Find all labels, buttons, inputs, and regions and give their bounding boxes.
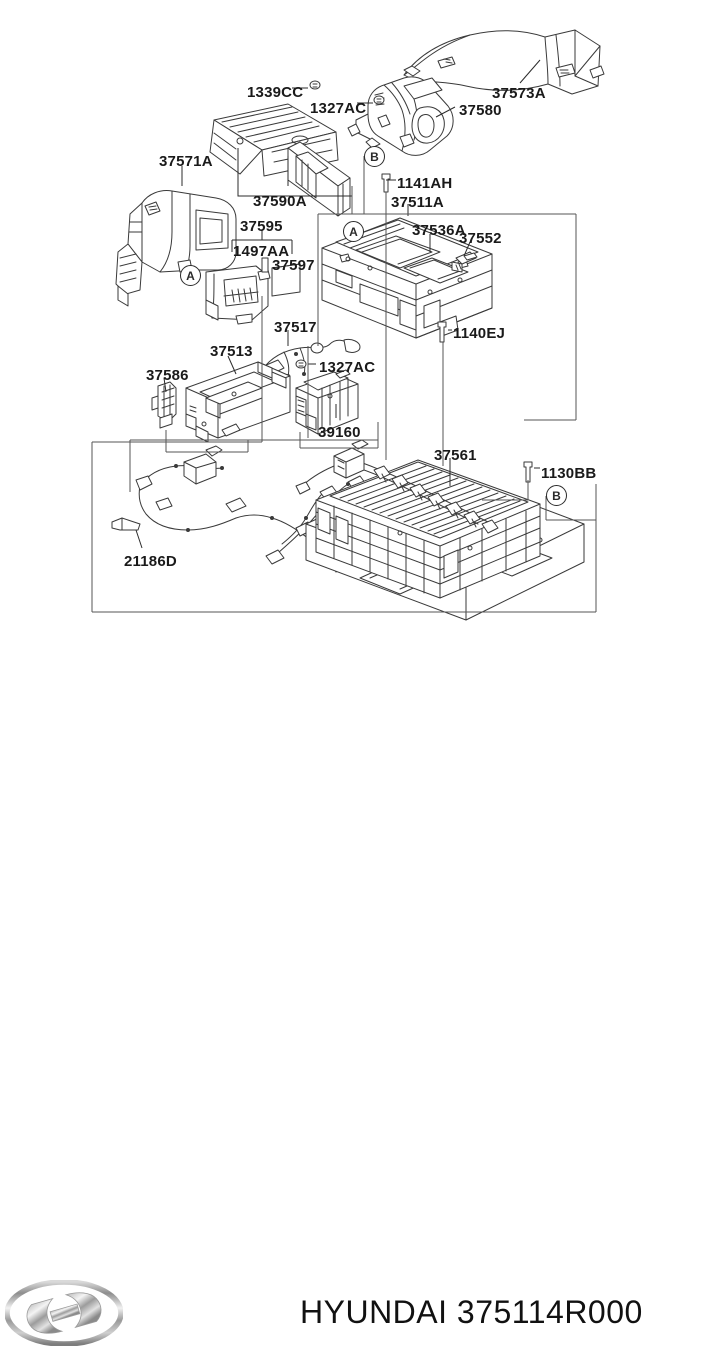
part-21186d-wiring-harness <box>111 445 337 573</box>
reference-mark-b-bottom: B <box>546 485 567 506</box>
reference-mark-a-left: A <box>180 265 201 286</box>
part-37513-control-module <box>185 361 291 443</box>
part-label-37561: 37561 <box>434 447 477 464</box>
exploded-parts-diagram: .s {fill:none;stroke:#3a3a3a;stroke-widt… <box>91 29 605 621</box>
part-label-37586: 37586 <box>146 367 189 384</box>
part-37597-plate <box>271 263 301 297</box>
part-37561-cell-harness <box>295 439 499 534</box>
part-label-37513: 37513 <box>210 343 253 360</box>
reference-mark-a-right: A <box>343 221 364 242</box>
battery-pack-lower-assembly <box>305 459 585 621</box>
fasteners <box>261 80 533 483</box>
part-37573a-duct <box>403 29 605 95</box>
part-label-39160: 39160 <box>318 424 361 441</box>
footer-bar: HYUNDAI 375114R000 <box>0 632 720 1346</box>
part-label-37580: 37580 <box>459 102 502 119</box>
part-label-37597: 37597 <box>272 257 315 274</box>
part-label-37552: 37552 <box>459 230 502 247</box>
part-label-1140ej: 1140EJ <box>453 325 506 342</box>
brand-part-number-text: HYUNDAI 375114R000 <box>300 1294 643 1330</box>
leader-lines <box>135 59 541 549</box>
part-37590a-side-shield <box>287 141 351 217</box>
part-label-37595: 37595 <box>240 218 283 235</box>
part-37580-blower <box>347 76 454 156</box>
part-label-37573a: 37573A <box>492 85 546 102</box>
part-label-1497aa: 1497AA <box>233 243 290 260</box>
part-label-1130bb: 1130BB <box>541 465 597 482</box>
group-boxes <box>91 156 597 613</box>
parts-diagram-page: .s {fill:none;stroke:#3a3a3a;stroke-widt… <box>0 29 720 1346</box>
part-label-37536a: 37536A <box>412 222 466 239</box>
part-37595-duct <box>205 265 271 325</box>
part-label-37571a: 37571A <box>159 153 213 170</box>
part-37586-connector <box>151 381 177 429</box>
part-label-37511a: 37511A <box>391 194 444 211</box>
part-label-1327ac-mid: 1327AC <box>319 359 376 376</box>
hyundai-logo <box>5 1280 123 1346</box>
part-label-1141ah: 1141AH <box>397 175 453 192</box>
part-39160-junction-box <box>295 369 359 435</box>
part-label-1327ac-top: 1327AC <box>310 100 367 117</box>
part-label-1339cc: 1339CC <box>247 84 304 101</box>
part-label-37590a: 37590A <box>253 193 307 210</box>
part-label-37517: 37517 <box>274 319 317 336</box>
part-label-21186d: 21186D <box>124 553 177 570</box>
part-37571a-intake-duct <box>115 190 237 307</box>
reference-mark-b-top: B <box>364 146 385 167</box>
